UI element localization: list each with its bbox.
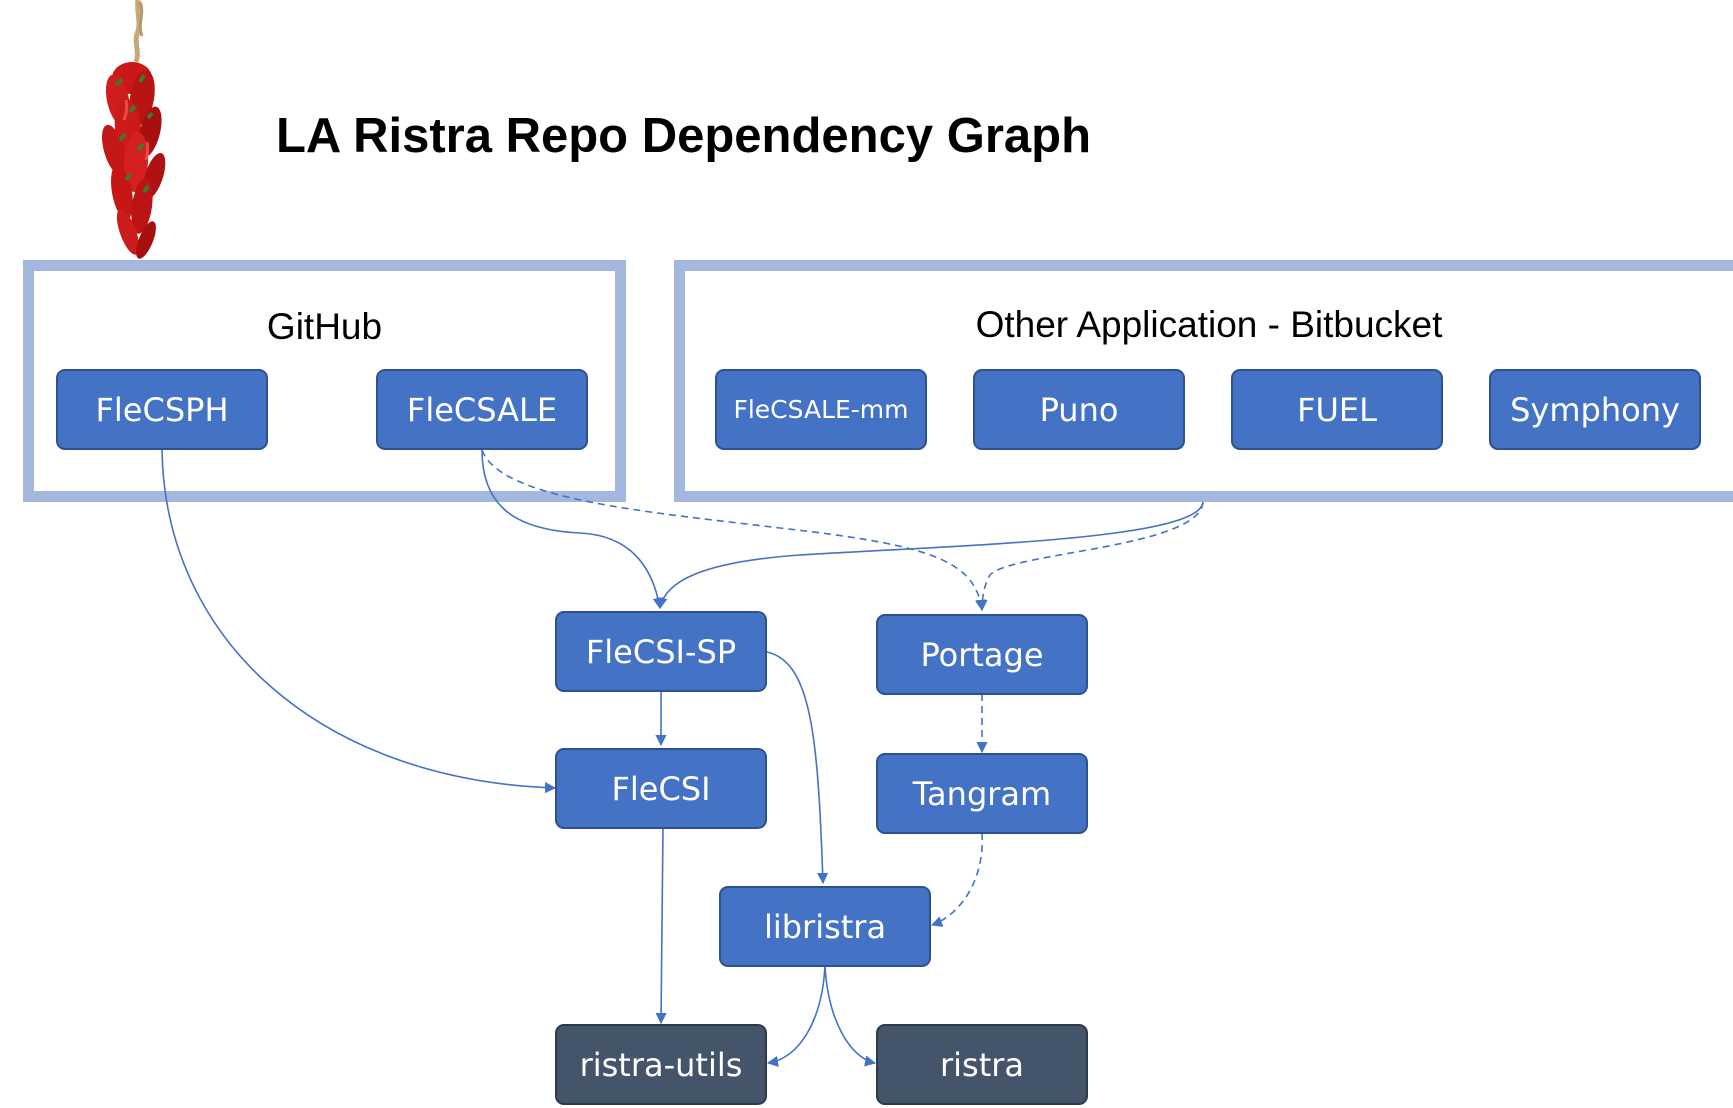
node-tangram: Tangram [876, 753, 1088, 834]
node-ristra: ristra [876, 1024, 1088, 1105]
node-flecsi: FleCSI [555, 748, 767, 829]
node-flecsale: FleCSALE [376, 369, 588, 450]
edge-libristra-to-ristra-utils [766, 965, 826, 1067]
github-group-label: GitHub [266, 306, 383, 347]
node-libristra: libristra [719, 886, 931, 967]
edge-flecsi-to-ristra-utils [655, 827, 667, 1025]
node-portage: Portage [876, 614, 1088, 695]
node-fuel: FUEL [1231, 369, 1443, 450]
edge-flecsi-sp-to-libristra [766, 651, 829, 885]
page-title: LA Ristra Repo Dependency Graph [276, 109, 1092, 163]
edge-bitbucket-to-flecsi-sp [656, 501, 1204, 610]
node-symphony: Symphony [1489, 369, 1701, 450]
node-ristra-utils: ristra-utils [555, 1024, 767, 1105]
edge-tangram-to-libristra [930, 832, 983, 927]
node-puno: Puno [973, 369, 1185, 450]
edge-bitbucket-to-portage [976, 501, 1204, 612]
chili-ristra-logo [102, 0, 166, 259]
node-flecsi-sp: FleCSI-SP [555, 611, 767, 692]
bitbucket-group-label: Other Application - Bitbucket [975, 304, 1443, 345]
node-flecsph: FleCSPH [56, 369, 268, 450]
edge-libristra-to-ristra [824, 965, 877, 1067]
node-flecsale-mm: FleCSALE-mm [715, 369, 927, 450]
